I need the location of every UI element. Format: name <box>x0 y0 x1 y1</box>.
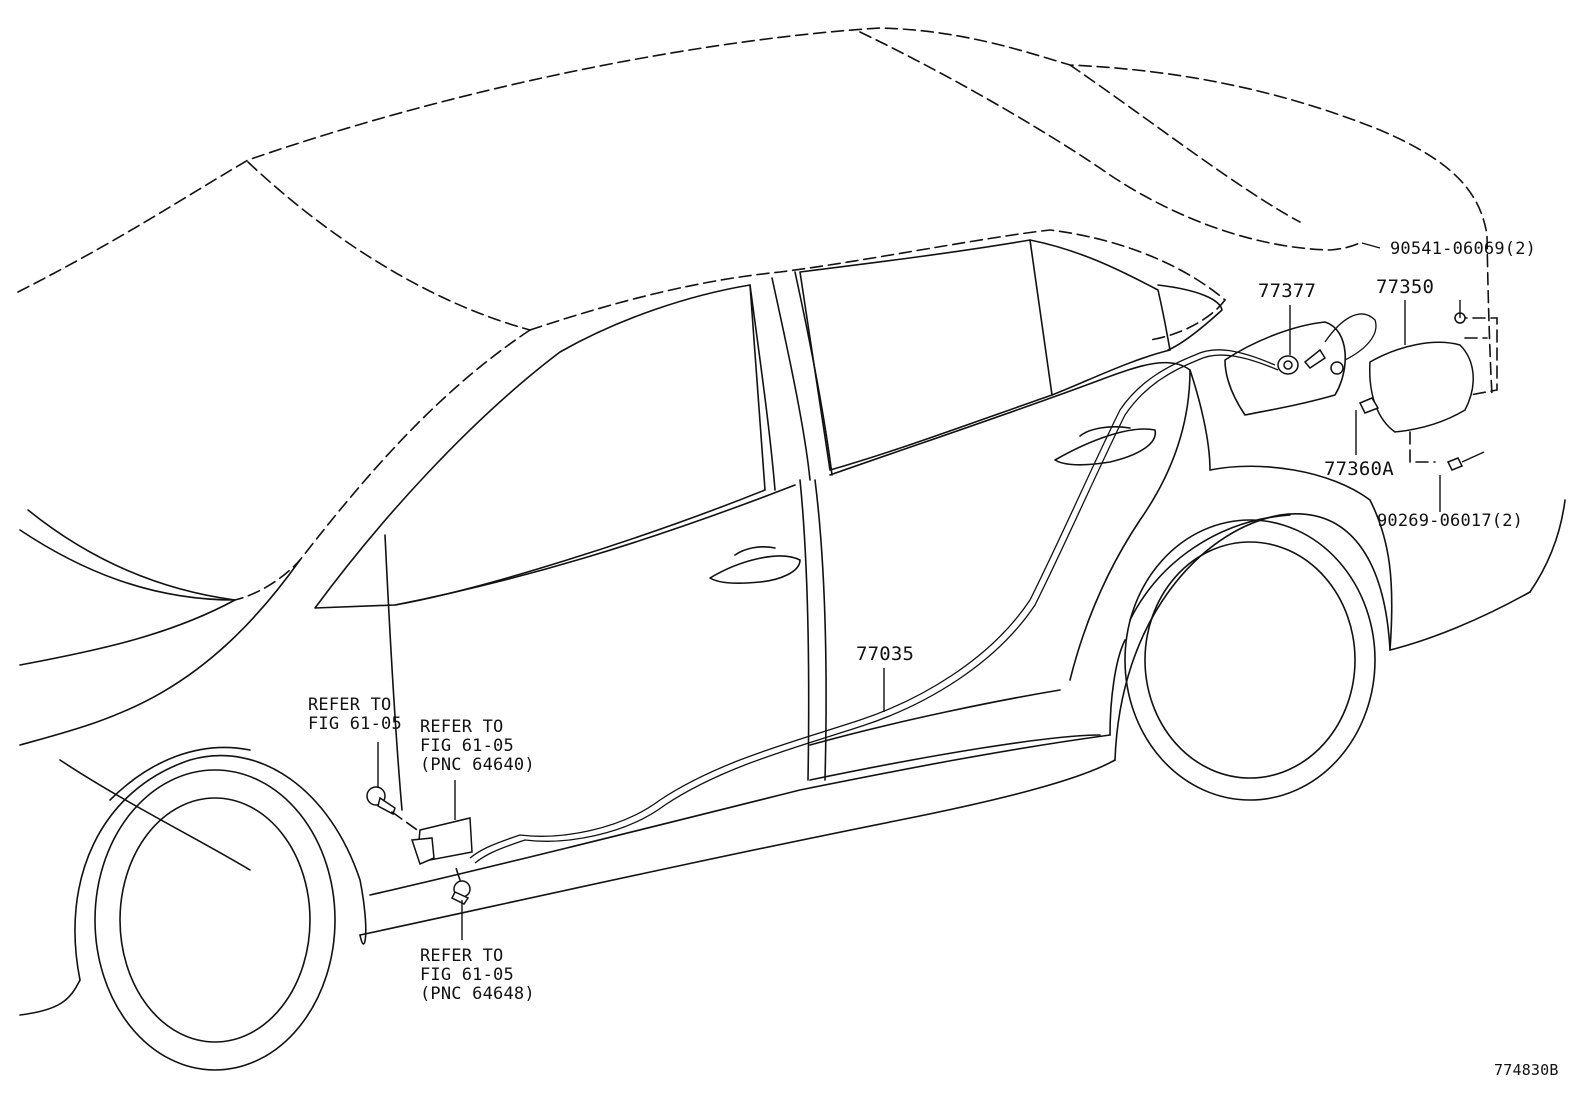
door-handles <box>709 426 1157 584</box>
refer-line: REFER TO <box>420 717 504 737</box>
opener-lever <box>366 780 473 905</box>
car-windows <box>314 239 1223 609</box>
label-lid-hinge: 77360A <box>1324 458 1394 480</box>
rear-wheel <box>1114 513 1391 801</box>
car-doors <box>359 361 1566 936</box>
refer-line: FIG 61-05 <box>420 965 514 985</box>
car-roof-outline <box>17 27 1493 601</box>
drawing-id: 774830B <box>1494 1061 1559 1079</box>
refer-line: FIG 61-05 <box>308 714 402 734</box>
label-cable: 77035 <box>856 643 915 665</box>
label-fuel-lid: 77350 <box>1376 276 1435 298</box>
label-fuel-opener-lock: 77377 <box>1258 280 1317 302</box>
leader-lines <box>377 242 1461 940</box>
refer-line: FIG 61-05 <box>420 736 514 756</box>
refer-line: REFER TO <box>420 946 504 966</box>
fuel-lid-assembly <box>1224 312 1498 471</box>
front-wheel <box>74 746 367 1071</box>
opener-cable <box>469 349 1279 864</box>
refer-line: (PNC 64648) <box>420 984 535 1004</box>
refer-line: (PNC 64640) <box>420 755 535 775</box>
label-bolt-top-right: 90541-06069(2) <box>1390 239 1537 259</box>
refer-line: REFER TO <box>308 695 392 715</box>
label-clip-lower-right: 90269-06017(2) <box>1377 511 1524 531</box>
car-hood-outline <box>19 509 301 1016</box>
